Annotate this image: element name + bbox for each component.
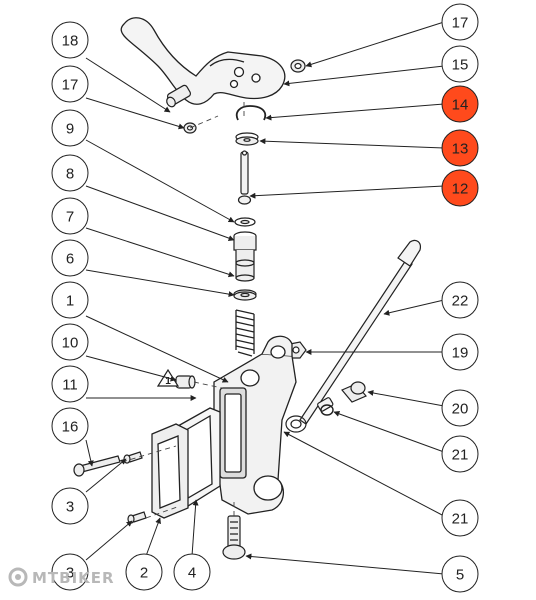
svg-text:17: 17 [62, 77, 79, 94]
long-bolt-part [73, 455, 121, 477]
callout-21-upper: 21 [441, 435, 479, 473]
callout-7: 7 [51, 197, 89, 235]
warning-triangle-icon: 1 [156, 368, 180, 387]
callout-8: 8 [51, 154, 89, 192]
callout-17-right: 17 [441, 3, 479, 41]
callout-15: 15 [441, 45, 479, 83]
svg-text:19: 19 [452, 345, 469, 362]
callout-11: 11 [51, 365, 89, 403]
callout-1: 1 [51, 281, 89, 319]
circlip-part [235, 105, 267, 121]
piston-part [233, 231, 257, 282]
master-cylinder-body [213, 335, 297, 515]
svg-text:7: 7 [66, 209, 74, 226]
small-screw-upper-part [123, 451, 143, 464]
washer-right-part [290, 59, 306, 73]
callout-17-left: 17 [51, 65, 89, 103]
svg-text:15: 15 [452, 57, 469, 74]
svg-text:22: 22 [452, 293, 469, 310]
mtbiker-watermark: MTBIKER [8, 567, 115, 587]
svg-text:13: 13 [452, 141, 469, 158]
callout-19: 19 [441, 333, 479, 371]
callout-10: 10 [51, 323, 89, 361]
small-screw-lower-part [127, 511, 147, 524]
pivot-pin-part [166, 84, 192, 108]
svg-text:21: 21 [452, 447, 469, 464]
callout-12-highlighted: 12 [441, 169, 479, 207]
push-rod-part [237, 150, 252, 205]
gear-logo-icon [8, 567, 28, 587]
seal-ring-part [233, 289, 257, 301]
svg-text:16: 16 [62, 419, 79, 436]
callout-16: 16 [51, 407, 89, 445]
small-o-ring-part [320, 404, 334, 416]
callout-3-lower: 3 [51, 553, 89, 591]
svg-text:6: 6 [66, 251, 74, 268]
set-screw-part [175, 375, 196, 389]
callout-9: 9 [51, 109, 89, 147]
callout-20: 20 [441, 389, 479, 427]
bottom-bolt-part [222, 515, 246, 560]
o-ring-part [234, 217, 256, 227]
callout-22: 22 [441, 281, 479, 319]
assembly-axis-lines [121, 102, 245, 519]
callout-6: 6 [51, 239, 89, 277]
svg-text:10: 10 [62, 335, 79, 352]
spring-part [235, 309, 255, 357]
cup-washer-part [235, 132, 259, 146]
leader-lines [85, 21, 445, 575]
svg-text:11: 11 [62, 377, 78, 394]
callout-21-lower: 21 [441, 499, 479, 537]
svg-text:9: 9 [66, 121, 74, 138]
svg-text:MTBIKER: MTBIKER [32, 569, 115, 587]
svg-text:8: 8 [66, 166, 74, 183]
bleed-screw-part [341, 381, 367, 403]
callout-13-highlighted: 13 [441, 129, 479, 167]
callout-14-highlighted: 14 [441, 85, 479, 123]
hose-part [285, 239, 421, 433]
svg-text:12: 12 [452, 181, 469, 198]
svg-text:1: 1 [165, 376, 171, 387]
svg-text:20: 20 [452, 401, 469, 418]
callout-3-upper: 3 [51, 487, 89, 525]
callout-18-left: 18 [51, 21, 89, 59]
svg-text:18: 18 [62, 33, 79, 50]
svg-text:4: 4 [188, 565, 196, 582]
callout-4: 4 [173, 553, 211, 591]
svg-text:1: 1 [66, 293, 74, 310]
svg-text:5: 5 [456, 567, 464, 584]
brake-lever-blade [120, 17, 286, 105]
callout-2: 2 [125, 553, 163, 591]
svg-text:17: 17 [452, 15, 469, 32]
svg-text:3: 3 [66, 565, 74, 582]
svg-text:21: 21 [452, 511, 469, 528]
svg-text:3: 3 [66, 499, 74, 516]
callout-5: 5 [441, 555, 479, 593]
svg-text:14: 14 [452, 97, 469, 114]
reservoir-cap-part [151, 423, 189, 519]
svg-text:2: 2 [140, 565, 148, 582]
